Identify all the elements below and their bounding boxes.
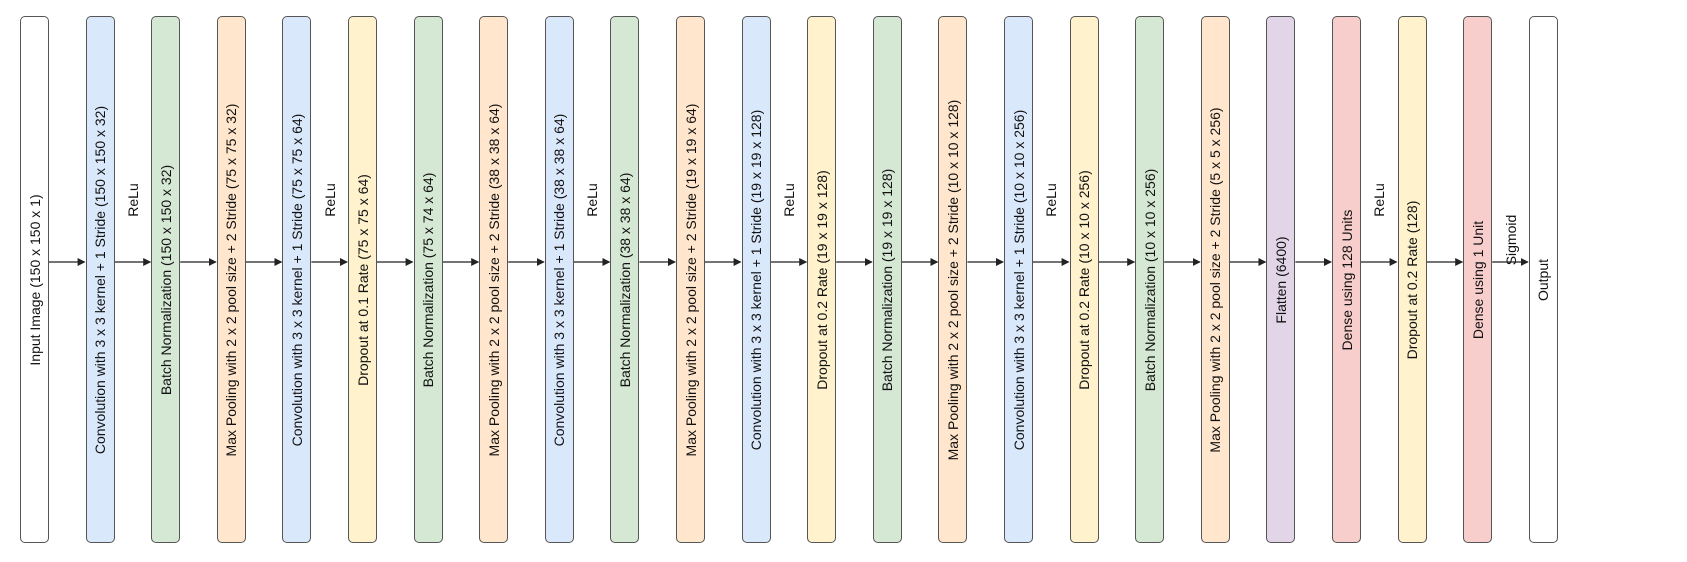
layer-dropout-box: Dropout at 0.1 Rate (75 x 75 x 64) [348, 16, 377, 543]
layer-label: Batch Normalization (75 x 74 x 64) [420, 172, 437, 387]
activation-label-sigmoid: Sigmoid [1502, 214, 1519, 266]
layer-dropout-box: Dropout at 0.2 Rate (19 x 19 x 128) [807, 16, 837, 543]
layer-label: Convolution with 3 x 3 kernel + 1 Stride… [92, 105, 109, 454]
layer-dropout-box: Dropout at 0.2 Rate (128) [1397, 16, 1427, 543]
layer-pooling-box: Max Pooling with 2 x 2 pool size + 2 Str… [479, 16, 509, 543]
layer-label: Convolution with 3 x 3 kernel + 1 Stride… [288, 113, 305, 446]
layer-input-box: Input Image (150 x 150 x 1) [20, 16, 49, 543]
layer-label: Convolution with 3 x 3 kernel + 1 Stride… [748, 109, 765, 450]
layer-pooling-box: Max Pooling with 2 x 2 pool size + 2 Str… [938, 16, 968, 543]
layer-label: Batch Normalization (10 x 10 x 256) [1141, 168, 1158, 391]
layer-label: Max Pooling with 2 x 2 pool size + 2 Str… [485, 103, 502, 456]
activation-label-relu: ReLu [584, 183, 601, 217]
layer-label: Batch Normalization (38 x 38 x 64) [616, 172, 633, 387]
activation-label-relu: ReLu [1371, 183, 1388, 217]
layer-label: Dropout at 0.2 Rate (128) [1404, 200, 1421, 359]
layer-batchnorm-box: Batch Normalization (10 x 10 x 256) [1135, 16, 1165, 543]
layer-dense-box: Dense using 1 Unit [1463, 16, 1493, 543]
activation-label-relu: ReLu [321, 183, 338, 217]
layer-label: Dropout at 0.1 Rate (75 x 75 x 64) [354, 173, 371, 386]
layer-label: Flatten (6400) [1272, 235, 1289, 324]
layer-label: Output [1535, 258, 1552, 301]
layer-batchnorm-box: Batch Normalization (75 x 74 x 64) [413, 16, 443, 543]
layer-pooling-box: Max Pooling with 2 x 2 pool size + 2 Str… [216, 16, 246, 543]
layer-label: Dropout at 0.2 Rate (19 x 19 x 128) [813, 169, 830, 390]
layer-label: Dropout at 0.2 Rate (10 x 10 x 256) [1076, 169, 1093, 390]
layer-label: Max Pooling with 2 x 2 pool size + 2 Str… [1207, 106, 1224, 453]
layer-output-box: Output [1528, 16, 1558, 543]
layer-label: Input Image (150 x 150 x 1) [26, 193, 43, 366]
layer-label: Convolution with 3 x 3 kernel + 1 Stride… [1010, 109, 1027, 450]
layer-convolution-box: Convolution with 3 x 3 kernel + 1 Stride… [544, 16, 574, 543]
layer-dense-box: Dense using 128 Units [1332, 16, 1361, 543]
activation-label-relu: ReLu [124, 183, 141, 217]
activation-label-relu: ReLu [1043, 183, 1060, 217]
layer-convolution-box: Convolution with 3 x 3 kernel + 1 Stride… [1004, 16, 1033, 543]
layer-label: Convolution with 3 x 3 kernel + 1 Stride… [551, 113, 568, 446]
layer-batchnorm-box: Batch Normalization (19 x 19 x 128) [872, 16, 902, 543]
layer-pooling-box: Max Pooling with 2 x 2 pool size + 2 Str… [1200, 16, 1230, 543]
layer-flatten-box: Flatten (6400) [1266, 16, 1296, 543]
layer-label: Dense using 128 Units [1338, 209, 1355, 350]
layer-label: Max Pooling with 2 x 2 pool size + 2 Str… [223, 103, 240, 456]
layer-label: Batch Normalization (150 x 150 x 32) [157, 164, 174, 395]
layer-batchnorm-box: Batch Normalization (38 x 38 x 64) [610, 16, 640, 543]
layer-pooling-box: Max Pooling with 2 x 2 pool size + 2 Str… [676, 16, 705, 543]
layer-label: Dense using 1 Unit [1469, 220, 1486, 339]
layer-batchnorm-box: Batch Normalization (150 x 150 x 32) [151, 16, 181, 543]
activation-label-relu: ReLu [780, 183, 797, 217]
layer-dropout-box: Dropout at 0.2 Rate (10 x 10 x 256) [1069, 16, 1099, 543]
layer-label: Max Pooling with 2 x 2 pool size + 2 Str… [944, 99, 961, 460]
layer-convolution-box: Convolution with 3 x 3 kernel + 1 Stride… [282, 16, 312, 543]
layer-convolution-box: Convolution with 3 x 3 kernel + 1 Stride… [741, 16, 771, 543]
layer-label: Max Pooling with 2 x 2 pool size + 2 Str… [682, 103, 699, 456]
layer-label: Batch Normalization (19 x 19 x 128) [879, 168, 896, 391]
layer-convolution-box: Convolution with 3 x 3 kernel + 1 Stride… [85, 16, 115, 543]
